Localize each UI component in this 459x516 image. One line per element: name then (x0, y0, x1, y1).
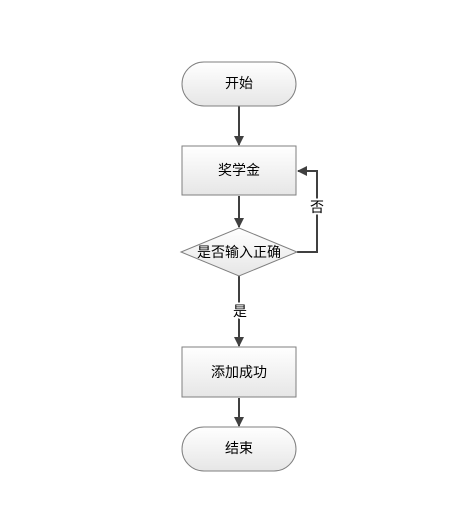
scholarship-node: 奖学金 (181, 145, 297, 196)
end-node: 结束 (181, 426, 297, 472)
check-decision-shape (179, 227, 299, 277)
end-node-shape (181, 426, 297, 472)
end-node-label: 结束 (225, 441, 253, 457)
scholarship-node-label: 奖学金 (218, 162, 260, 179)
check-decision-node: 是否输入正确 (179, 227, 299, 277)
start-node: 开始 (181, 61, 297, 107)
arrow-check-loop-back (297, 166, 318, 253)
add-success-node: 添加成功 (181, 346, 297, 398)
scholarship-node-shape (181, 145, 297, 196)
add-success-node-label: 添加成功 (211, 365, 267, 381)
no-edge-label: 否 (310, 200, 324, 216)
add-success-node-shape (181, 346, 297, 398)
connectors (234, 106, 318, 427)
start-node-shape (181, 61, 297, 107)
check-decision-label: 是否输入正确 (197, 245, 281, 261)
yes-edge-label: 是 (233, 304, 247, 320)
start-node-label: 开始 (225, 76, 253, 92)
